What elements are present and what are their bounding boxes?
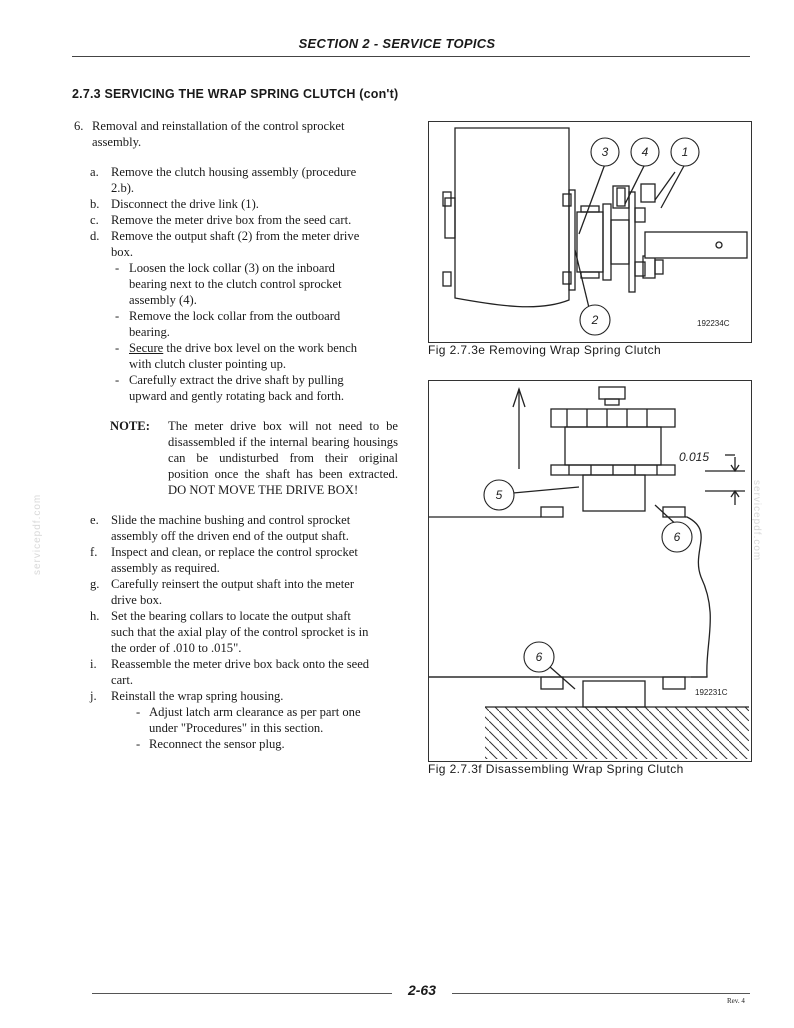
step-e: e. Slide the machine bushing and control… [72, 512, 398, 544]
figure-disassembling-wrap-spring-clutch: 5 6 6 0.015 192231C [428, 380, 752, 762]
step-i: i. Reassemble the meter drive box back o… [72, 656, 398, 688]
procedure-steps: 6. Removal and reinstallation of the con… [72, 118, 398, 752]
step-text: such that the axial play of the control … [111, 625, 369, 639]
figure-caption-e: Fig 2.7.3e Removing Wrap Spring Clutch [428, 343, 662, 357]
step-f: f. Inspect and clean, or replace the con… [72, 544, 398, 576]
step-b: b. Disconnect the drive link (1). [72, 196, 398, 212]
step-text: bearing next to the clutch control sproc… [129, 277, 342, 291]
note-text: The meter drive box will not need to be … [168, 419, 398, 497]
note-label: NOTE: [110, 419, 150, 433]
clutch-removal-drawing: 3 4 1 2 192234C [442, 127, 748, 336]
revision-label: Rev. 4 [727, 997, 745, 1005]
callout-5: 5 [496, 488, 503, 502]
step-text: Set the bearing collars to locate the ou… [111, 609, 351, 623]
part-code: 192231C [695, 688, 728, 697]
step-g: g. Carefully reinsert the output shaft i… [72, 576, 398, 608]
step-j-sub-1: - Adjust latch arm clearance as per part… [72, 704, 398, 736]
callout-3: 3 [602, 145, 609, 159]
step-d: d. Remove the output shaft (2) from the … [72, 228, 398, 260]
callout-4: 4 [642, 145, 649, 159]
section-subheading: 2.7.3 SERVICING THE WRAP SPRING CLUTCH (… [72, 87, 399, 101]
figure-removing-wrap-spring-clutch: 3 4 1 2 192234C [428, 121, 752, 343]
step-text: 2.b). [111, 181, 135, 195]
step-marker: a. [90, 165, 99, 179]
step-marker: j. [90, 689, 97, 703]
step-marker: - [115, 309, 120, 323]
step-d-sub-4: - Carefully extract the drive shaft by p… [72, 372, 398, 404]
step-text: Adjust latch arm clearance as per part o… [149, 705, 361, 719]
step-text: Slide the machine bushing and control sp… [111, 513, 351, 527]
step-6: 6. Removal and reinstallation of the con… [72, 118, 398, 150]
step-text: Reinstall the wrap spring housing. [111, 689, 284, 703]
step-text: box. [111, 245, 134, 259]
clutch-disassembly-drawing: 5 6 6 0.015 192231C [429, 386, 749, 759]
callout-6-upper: 6 [674, 530, 681, 544]
step-d-sub-1: - Loosen the lock collar (3) on the inbo… [72, 260, 398, 308]
step-d-sub-3: - Secure the drive box level on the work… [72, 340, 398, 372]
step-text: Reconnect the sensor plug. [149, 737, 285, 751]
step-text: assembly off the driven end of the outpu… [111, 529, 349, 543]
step-text: Reassemble the meter drive box back onto… [111, 657, 370, 671]
step-text: bearing. [129, 325, 170, 339]
underlined-word: Secure [129, 341, 164, 355]
page-header: SECTION 2 - SERVICE TOPICS [298, 36, 496, 51]
step-text: Loosen the lock collar (3) on the inboar… [129, 261, 335, 275]
step-text-rest: the drive box level on the work bench [163, 341, 358, 355]
step-marker: e. [90, 513, 99, 527]
watermark-left: servicepdf.com [32, 493, 43, 575]
step-text: Disconnect the drive link (1). [111, 197, 259, 211]
note-block: NOTE: The meter drive box will not need … [72, 418, 398, 498]
step-marker: f. [90, 545, 98, 559]
step-text: Remove the output shaft (2) from the met… [111, 229, 360, 243]
step-marker: 6. [74, 119, 84, 133]
step-text: with clutch cluster pointing up. [129, 357, 287, 371]
callout-6-lower: 6 [536, 650, 543, 664]
dimension-label: 0.015 [679, 450, 709, 464]
watermark-right: servicepdf.com [751, 480, 762, 562]
step-marker: c. [90, 213, 99, 227]
step-text: Remove the meter drive box from the seed… [111, 213, 352, 227]
step-d-sub-2: - Remove the lock collar from the outboa… [72, 308, 398, 340]
step-marker: h. [90, 609, 100, 623]
step-marker: - [136, 705, 141, 719]
step-marker: - [115, 261, 120, 275]
callout-2: 2 [591, 313, 599, 327]
step-text: the order of .010 to .015". [111, 641, 242, 655]
step-text: assembly (4). [129, 293, 197, 307]
header-rule [72, 56, 750, 57]
footer-rule-right [452, 993, 750, 994]
step-text: Carefully extract the drive shaft by pul… [129, 373, 344, 387]
step-text: Carefully reinsert the output shaft into… [111, 577, 355, 591]
step-j-sub-2: - Reconnect the sensor plug. [72, 736, 398, 752]
step-text: Remove the lock collar from the outboard [129, 309, 341, 323]
step-text: Inspect and clean, or replace the contro… [111, 545, 358, 559]
page-number: 2-63 [407, 982, 437, 998]
step-marker: b. [90, 197, 100, 211]
step-text: drive box. [111, 593, 163, 607]
step-text: upward and gently rotating back and fort… [129, 389, 345, 403]
step-text: assembly. [92, 135, 142, 149]
step-marker: d. [90, 229, 100, 243]
step-text: cart. [111, 673, 134, 687]
step-text: Remove the clutch housing assembly (proc… [111, 165, 357, 179]
step-a: a. Remove the clutch housing assembly (p… [72, 164, 398, 196]
footer-rule-left [92, 993, 392, 994]
step-text: under "Procedures" in this section. [149, 721, 324, 735]
step-marker: - [115, 341, 120, 355]
step-marker: i. [90, 657, 97, 671]
step-h: h. Set the bearing collars to locate the… [72, 608, 398, 656]
step-marker: - [136, 737, 141, 751]
step-marker: - [115, 373, 120, 387]
step-c: c. Remove the meter drive box from the s… [72, 212, 398, 228]
callout-1: 1 [682, 145, 689, 159]
part-code: 192234C [697, 319, 730, 328]
figure-caption-f: Fig 2.7.3f Disassembling Wrap Spring Clu… [428, 762, 684, 776]
step-text: assembly as required. [111, 561, 220, 575]
step-text: Secure the drive box level on the work b… [129, 340, 398, 356]
step-j: j. Reinstall the wrap spring housing. [72, 688, 398, 704]
step-marker: g. [90, 577, 100, 591]
step-text: Removal and reinstallation of the contro… [92, 119, 345, 133]
